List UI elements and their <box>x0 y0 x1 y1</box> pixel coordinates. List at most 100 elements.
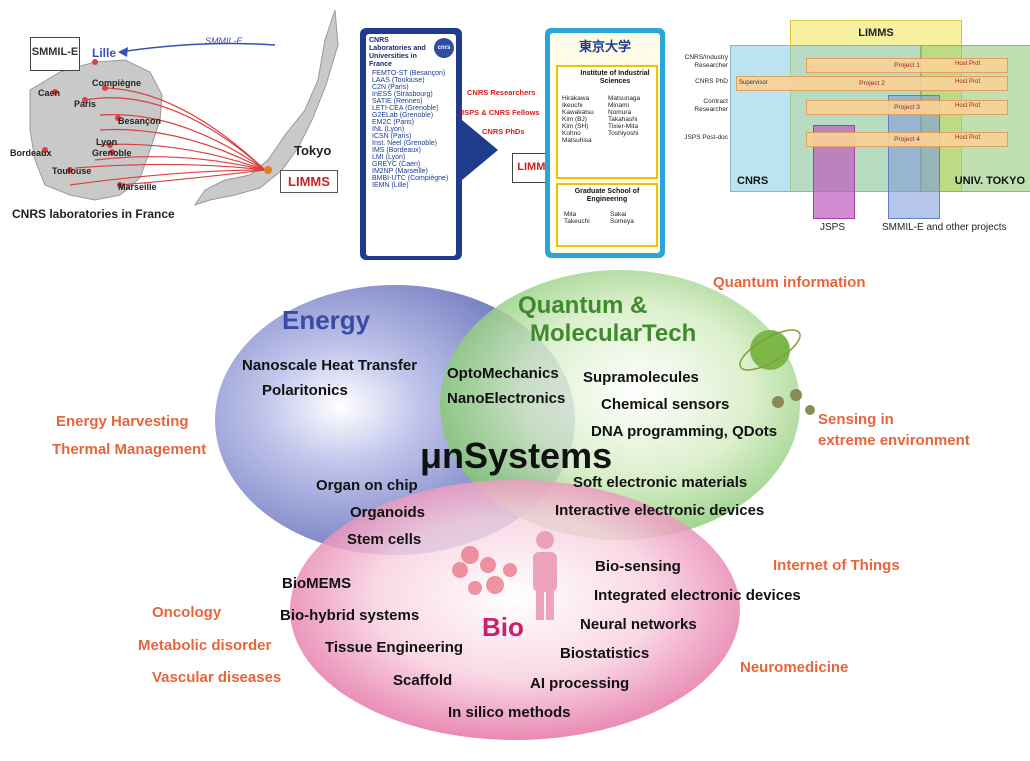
professor-name: Kawakatsu <box>562 109 594 116</box>
bio-item: Integrated electronic devices <box>594 587 801 604</box>
city-grenoble: Grenoble <box>92 148 132 158</box>
application-label: Neuromedicine <box>740 659 849 676</box>
japan-shape <box>193 9 339 206</box>
professor-name: Ikeuchi <box>562 102 583 109</box>
role-label: CNRS PhD <box>695 78 728 85</box>
professor-name: Takahashi <box>608 116 638 123</box>
bio-item: In silico methods <box>448 704 571 721</box>
quantum-item: Supramolecules <box>583 369 699 386</box>
iis-title: Institute of Industrial Sciences <box>580 70 650 85</box>
project-bar-1: Project 1 <box>806 58 1008 73</box>
bio-item: Neural networks <box>580 616 697 633</box>
city-dots <box>42 59 272 188</box>
smmil-logo: SMMIL-E <box>30 37 80 71</box>
quantum-circle <box>440 270 800 540</box>
map-caption: CNRS laboratories in France <box>12 207 175 221</box>
application-label: Internet of Things <box>773 557 900 574</box>
lab-item: LMI (Lyon) <box>372 154 406 161</box>
role-label: CNRS/Industry Researcher <box>684 54 728 69</box>
application-label: Quantum information <box>713 274 866 291</box>
overlap-eb-item: Organ on chip <box>316 477 418 494</box>
quantum-title: Quantum & <box>518 292 648 319</box>
professor-name: Sakai <box>610 211 627 218</box>
smmil-arrow <box>119 42 276 53</box>
city-marseille: Marseille <box>118 182 157 192</box>
labs-list: FEMTO-ST (Besançon) LAAS (Toulouse) C2N … <box>372 70 456 189</box>
professor-name: Someya <box>610 218 634 225</box>
bio-item: Biostatistics <box>560 645 650 662</box>
professor-name: Matsuhisa <box>562 137 592 144</box>
bio-item: Tissue Engineering <box>325 639 464 656</box>
bio-title: Bio <box>482 612 524 642</box>
professor-name: Takeuchi <box>564 218 590 225</box>
lab-item: IEMN (Lille) <box>372 182 409 189</box>
tokyo-label: Tokyo <box>294 143 332 158</box>
professor-name: Toshiyoshi <box>608 130 639 137</box>
professor-name: Hirakawa <box>562 95 590 102</box>
city-bordeaux: Bordeaux <box>10 148 52 158</box>
professor-name: Tixier-Mita <box>608 123 639 130</box>
lab-item: SATIE (Rennes) <box>372 98 423 105</box>
map-panel: SMMIL-E SMMIL-E Lille Caen Compiègne Par… <box>0 0 345 235</box>
application-label: extreme environment <box>818 432 970 449</box>
lab-item: C2N (Paris) <box>372 84 409 91</box>
lab-item: IMS (Bordeaux) <box>372 147 422 154</box>
lab-item: ICSN (Paris) <box>372 133 412 140</box>
lab-item: Inst. Neel (Grenoble) <box>372 140 437 147</box>
smmil-other-label: SMMIL-E and other projects <box>882 222 1007 233</box>
application-label: Vascular diseases <box>152 669 282 686</box>
city-paris: Paris <box>74 99 97 109</box>
city-caen: Caen <box>38 88 61 98</box>
univ-tokyo-logo: 東京大学 <box>578 40 631 55</box>
quantum-title-2: MolecularTech <box>530 320 697 347</box>
host-prof-label: Host Prof. <box>955 79 982 85</box>
map-drawing <box>29 9 339 206</box>
lab-item: BMBI-UTC (Compiègne) <box>372 175 449 182</box>
lab-item: FEMTO-ST (Besançon) <box>372 70 446 77</box>
labs-panel: CNRS Laboratories and Universities in Fr… <box>360 28 462 260</box>
application-label: Energy Harvesting <box>56 413 189 430</box>
overlap-eb-item: Organoids <box>350 504 426 521</box>
city-lyon: Lyon <box>96 137 118 147</box>
lab-item: G2ELab (Grenoble) <box>372 112 434 119</box>
professor-name: Mita <box>564 211 577 218</box>
application-label: Metabolic disorder <box>138 637 272 654</box>
professor-name: Matsunaga <box>608 95 641 102</box>
project-bar-4: Project 4 <box>806 132 1008 147</box>
flow-cnrs-phds: CNRS PhDs <box>482 127 525 136</box>
overlap-eb-item: Stem cells <box>347 531 422 548</box>
application-label: Thermal Management <box>52 441 207 458</box>
lab-item: InESS (Strasbourg) <box>372 91 433 98</box>
professor-name: Minami <box>608 102 629 109</box>
project-bar-3: Project 3 <box>806 100 1008 115</box>
professor-name: Kim (BJ) <box>562 116 587 123</box>
overlap-qb-item: Soft electronic materials <box>573 474 748 491</box>
application-label: Sensing in <box>818 411 894 428</box>
bio-item: Bio-hybrid systems <box>280 607 420 624</box>
cells-icon <box>452 546 517 595</box>
quantum-item: Chemical sensors <box>601 396 730 413</box>
bio-item: AI processing <box>530 675 630 692</box>
overlap-eq-item: OptoMechanics <box>447 365 559 382</box>
overlap-qb-item: Interactive electronic devices <box>555 502 765 519</box>
professor-name: Nomura <box>608 109 632 116</box>
smmil-arrow-label: SMMIL-E <box>205 36 243 46</box>
application-label: Oncology <box>152 604 222 621</box>
host-prof-label: Host Prof. <box>955 135 982 141</box>
bio-item: Bio-sensing <box>595 558 681 575</box>
molecule-icon <box>739 329 815 415</box>
cnrs-badge: cnrs <box>434 38 454 58</box>
red-arrows <box>69 87 266 186</box>
quantum-item: DNA programming, QDots <box>591 423 778 440</box>
professor-name: Kim (SH) <box>562 123 589 130</box>
lab-item: LETI-CEA (Grenoble) <box>372 105 439 112</box>
labs-title: CNRS Laboratories and Universities in Fr… <box>369 37 426 68</box>
flow-jsps-fellows: JSPS & CNRS Fellows <box>460 108 540 117</box>
energy-item: Polaritonics <box>262 382 348 399</box>
city-compiegne: Compiègne <box>92 78 142 88</box>
host-prof-label: Host Prof. <box>955 103 982 109</box>
flow-cnrs-researchers: CNRS Researchers <box>467 88 536 97</box>
energy-item: Nanoscale Heat Transfer <box>242 357 418 374</box>
lab-item: EM2C (Paris) <box>372 119 415 126</box>
